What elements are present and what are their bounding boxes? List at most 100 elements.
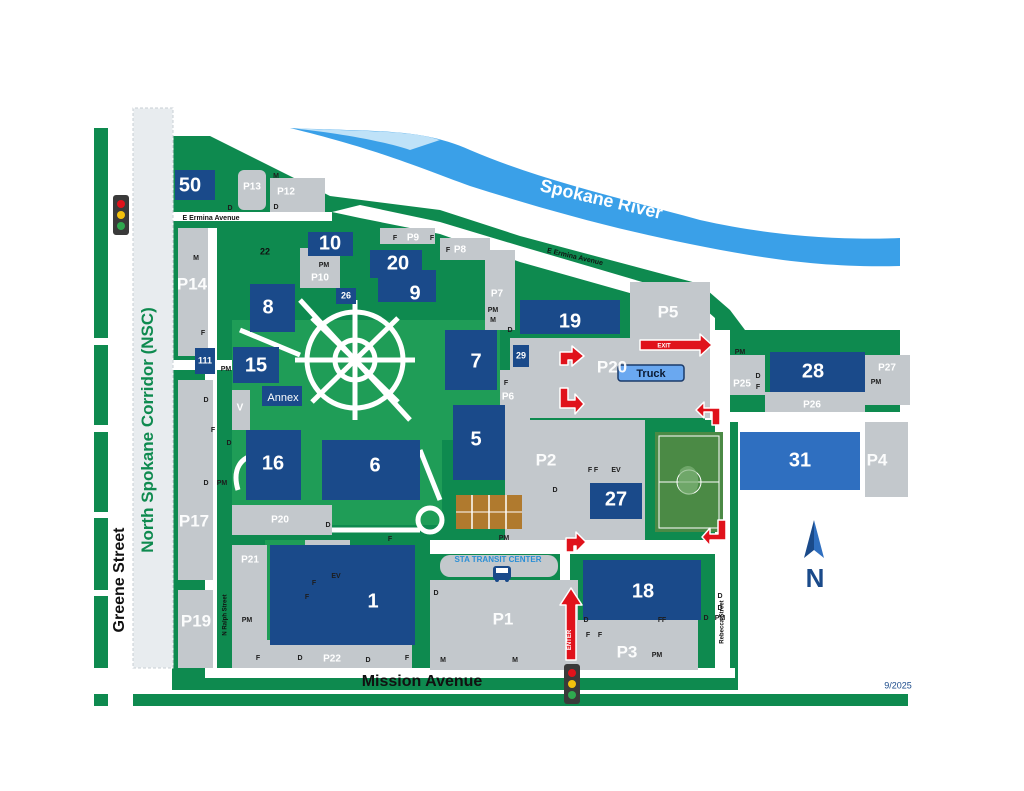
marker: F bbox=[598, 632, 603, 639]
exit-arrow bbox=[639, 333, 713, 357]
marker: EV bbox=[331, 573, 341, 580]
annex-label: Annex bbox=[267, 392, 299, 404]
marker: F bbox=[305, 594, 310, 601]
lot-p10: P10 bbox=[311, 273, 329, 284]
marker: PM bbox=[871, 379, 882, 386]
marker: F bbox=[405, 655, 410, 662]
lot-p22: P22 bbox=[323, 654, 341, 665]
greene-street-label: Greene Street bbox=[111, 527, 128, 633]
bldg-label-10: 10 bbox=[319, 232, 341, 254]
marker: D bbox=[203, 480, 208, 487]
bus-icon bbox=[493, 566, 511, 582]
building-26 bbox=[336, 288, 356, 304]
bldg-label-111: 111 bbox=[198, 355, 212, 365]
marker: M bbox=[273, 173, 279, 180]
lot-p27: P27 bbox=[878, 363, 896, 374]
building-10 bbox=[308, 232, 353, 256]
marker: PM bbox=[319, 262, 330, 269]
central-plaza bbox=[233, 298, 445, 535]
ermina-west-label: E Ermina Avenue bbox=[182, 215, 239, 222]
lot-p6: P6 bbox=[502, 392, 515, 403]
mission-strip bbox=[133, 694, 908, 706]
traffic-light-icon bbox=[113, 195, 129, 235]
marker: F bbox=[586, 632, 591, 639]
building-27 bbox=[590, 483, 642, 519]
parking-markers: D M D M PM F F F F PM PM M D PM D F PM D… bbox=[193, 173, 881, 664]
lot-labels: P13 P12 P9 P8 P14 P10 P7 P5 P20 P25 P27 … bbox=[177, 182, 896, 665]
marker: F bbox=[312, 580, 317, 587]
lot-p1: P1 bbox=[493, 609, 514, 628]
marker: D bbox=[433, 590, 438, 597]
marker: F bbox=[588, 467, 593, 474]
ralph-street-label: N Ralph Street bbox=[223, 594, 229, 635]
building-18 bbox=[583, 560, 701, 620]
building-labels: 50 10 22 20 26 9 8 19 111 15 7 29 5 16 6… bbox=[179, 174, 824, 612]
marker: PM bbox=[499, 535, 510, 542]
mission-avenue-label: Mission Avenue bbox=[362, 673, 483, 690]
bldg-label-20: 20 bbox=[387, 252, 409, 274]
lot-p9: P9 bbox=[407, 233, 420, 244]
bldg-label-8: 8 bbox=[262, 296, 273, 318]
marker: F bbox=[446, 247, 451, 254]
marker: PM bbox=[652, 652, 663, 659]
building-8 bbox=[250, 284, 295, 332]
building-19 bbox=[520, 300, 620, 334]
lot-p13: P13 bbox=[243, 182, 261, 193]
buildings bbox=[175, 170, 865, 645]
marker: M bbox=[490, 317, 496, 324]
bldg-label-5: 5 bbox=[470, 428, 481, 450]
marker: M bbox=[440, 657, 446, 664]
marker: M bbox=[193, 255, 199, 262]
truck-box bbox=[617, 364, 685, 382]
greene-strip-low2 bbox=[94, 518, 108, 590]
marker: F bbox=[256, 655, 261, 662]
building-annex bbox=[262, 386, 302, 406]
lot-p2: P2 bbox=[536, 450, 557, 469]
building-28 bbox=[770, 352, 865, 392]
building-111 bbox=[195, 348, 215, 374]
marker: D bbox=[755, 373, 760, 380]
marker: D bbox=[583, 617, 588, 624]
bldg-label-18: 18 bbox=[632, 580, 654, 602]
lot-p21: P21 bbox=[241, 555, 259, 566]
bldg-label-29: 29 bbox=[516, 350, 526, 360]
nsc-corridor: North Spokane Corridor (NSC) bbox=[132, 107, 174, 669]
marker: F bbox=[393, 235, 398, 242]
lot-p20-east: P20 bbox=[597, 357, 627, 376]
turn-arrow-e bbox=[701, 519, 727, 547]
lot-p19: P19 bbox=[181, 611, 211, 630]
bldg-label-15: 15 bbox=[245, 354, 267, 376]
marker: F bbox=[594, 467, 599, 474]
lot-p4: P4 bbox=[867, 450, 888, 469]
marker: M bbox=[512, 657, 518, 664]
bldg-label-50: 50 bbox=[179, 174, 201, 196]
marker: D bbox=[507, 327, 512, 334]
bldg-label-9: 9 bbox=[409, 282, 420, 304]
marker: F bbox=[430, 235, 435, 242]
bldg-label-22: 22 bbox=[260, 246, 270, 256]
lot-p17: P17 bbox=[179, 511, 209, 530]
enter-arrow bbox=[559, 587, 583, 661]
marker: D bbox=[297, 655, 302, 662]
traffic-light-icon bbox=[564, 664, 580, 704]
marker: D bbox=[226, 440, 231, 447]
north-label: N bbox=[806, 563, 825, 593]
lot-p14: P14 bbox=[177, 274, 208, 293]
marker: D bbox=[365, 657, 370, 664]
marker: D bbox=[203, 397, 208, 404]
river-highlight bbox=[290, 128, 440, 150]
marker: PM bbox=[488, 307, 499, 314]
map-date: 9/2025 bbox=[884, 680, 912, 690]
marker: D bbox=[273, 204, 278, 211]
bldg-label-6: 6 bbox=[369, 454, 380, 476]
bldg-label-28: 28 bbox=[802, 360, 824, 382]
marker: F bbox=[658, 617, 663, 624]
building-7 bbox=[445, 330, 497, 390]
building-29 bbox=[513, 345, 529, 367]
building-1 bbox=[270, 545, 415, 645]
corridor-label: North Spokane Corridor (NSC) bbox=[138, 307, 157, 553]
turn-arrow-b bbox=[559, 387, 585, 415]
marker: D bbox=[325, 522, 330, 529]
marker: D bbox=[227, 205, 232, 212]
